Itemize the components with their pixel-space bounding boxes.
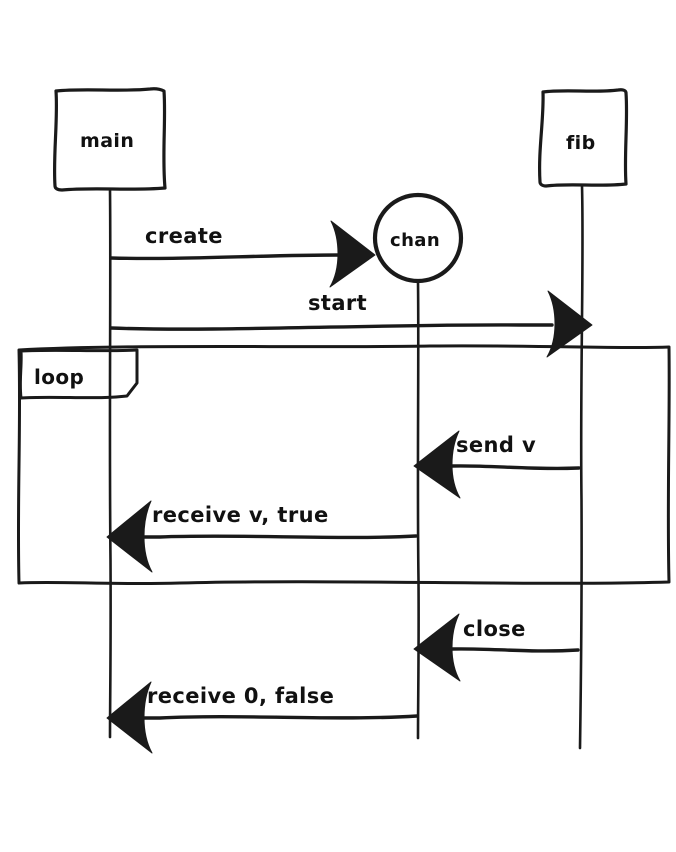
message-send-v[interactable]: send v: [413, 430, 581, 499]
lifeline-chan: [416, 280, 420, 740]
fib-box[interactable]: [538, 88, 629, 188]
chan-circle[interactable]: [372, 192, 464, 284]
message-receive-v-true[interactable]: receive v, true: [106, 500, 418, 573]
message-send-v-arrowhead: [413, 430, 461, 499]
message-receive-v-true-label: receive v, true: [152, 503, 329, 527]
message-receive-0-false-arrowhead: [106, 681, 153, 754]
lifeline-main: [108, 188, 112, 739]
participant-chan[interactable]: chan: [372, 192, 464, 284]
loop-frame: loop: [16, 344, 671, 586]
main-label: main: [80, 130, 134, 152]
chan-label: chan: [390, 230, 440, 251]
message-create-line: [109, 253, 342, 261]
message-receive-v-true-line: [140, 534, 418, 540]
loop-frame-label: loop: [34, 365, 84, 389]
message-receive-v-true-arrowhead: [106, 500, 153, 573]
message-close-arrowhead: [413, 613, 461, 682]
message-send-v-label: send v: [456, 433, 536, 457]
message-close-label: close: [463, 617, 526, 641]
message-close[interactable]: close: [413, 613, 580, 682]
participant-fib[interactable]: fib: [538, 88, 629, 188]
message-create[interactable]: create: [109, 220, 376, 288]
message-send-v-line: [450, 464, 581, 471]
participant-main[interactable]: main: [52, 87, 167, 192]
loop-label-tab-outline: [18, 348, 139, 400]
message-receive-0-false-line: [140, 714, 419, 720]
fib-label: fib: [566, 132, 596, 154]
message-create-label: create: [145, 224, 223, 248]
lifelines: [108, 184, 584, 750]
message-create-arrowhead: [329, 220, 376, 288]
message-start[interactable]: start: [109, 290, 593, 358]
message-start-label: start: [308, 291, 367, 315]
message-receive-0-false-label: receive 0, false: [147, 684, 334, 708]
message-start-arrowhead: [546, 290, 593, 358]
message-start-line: [109, 323, 554, 331]
message-receive-0-false[interactable]: receive 0, false: [106, 681, 419, 754]
lifeline-fib: [578, 184, 584, 750]
message-close-line: [450, 647, 580, 653]
main-box[interactable]: [52, 87, 167, 192]
loop-frame-outline: [16, 344, 671, 586]
